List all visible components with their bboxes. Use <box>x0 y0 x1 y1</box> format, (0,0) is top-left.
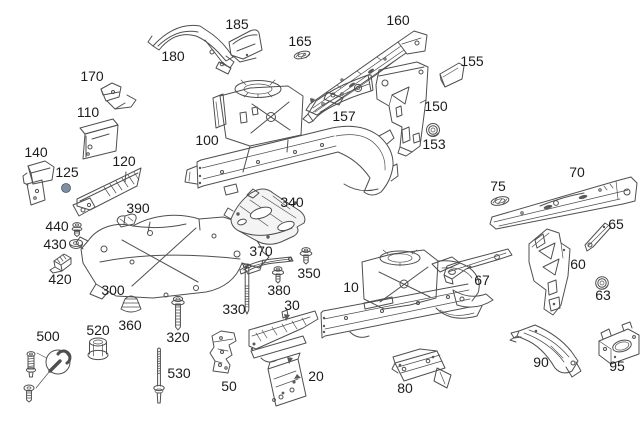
part-label-360[interactable]: 360 <box>118 317 142 333</box>
part-label-500[interactable]: 500 <box>36 328 60 344</box>
part-label-110[interactable]: 110 <box>77 104 100 120</box>
part-label-370[interactable]: 370 <box>249 243 273 259</box>
part-440-bolt-drawing <box>71 222 83 237</box>
part-185-drawing <box>228 29 263 63</box>
part-label-440[interactable]: 440 <box>45 218 69 234</box>
part-label-350[interactable]: 350 <box>297 265 321 281</box>
part-label-530[interactable]: 530 <box>167 365 191 381</box>
part-155-plate-drawing <box>439 62 465 88</box>
part-label-155[interactable]: 155 <box>460 53 484 69</box>
part-320-bolt-drawing <box>171 295 185 331</box>
part-180-drawing <box>147 24 235 75</box>
part-500-repair-kit-drawing <box>23 349 72 403</box>
part-label-170[interactable]: 170 <box>80 68 104 84</box>
part-165-plate-drawing <box>293 50 311 60</box>
part-label-50[interactable]: 50 <box>221 378 237 394</box>
part-67-gusset-drawing <box>443 248 513 285</box>
part-63-grommet-drawing <box>595 276 609 290</box>
part-340-skid-plate-drawing <box>223 188 306 245</box>
part-label-65[interactable]: 65 <box>608 216 624 232</box>
part-label-67[interactable]: 67 <box>474 272 490 288</box>
part-70-rail-drawing <box>489 176 638 230</box>
part-label-90[interactable]: 90 <box>533 354 549 370</box>
part-label-300[interactable]: 300 <box>101 282 125 298</box>
part-75-plate-drawing <box>490 196 510 206</box>
part-140-drawing <box>22 160 55 206</box>
part-label-75[interactable]: 75 <box>490 178 506 194</box>
part-160-rail-drawing <box>305 30 428 116</box>
part-30-panel-drawing <box>248 309 319 363</box>
part-label-380[interactable]: 380 <box>267 282 291 298</box>
part-label-70[interactable]: 70 <box>569 164 585 180</box>
part-150-panel-drawing <box>375 61 429 157</box>
part-50-bracket-drawing <box>209 330 237 374</box>
part-170-drawing <box>100 82 137 110</box>
part-label-60[interactable]: 60 <box>570 256 586 272</box>
part-label-185[interactable]: 185 <box>225 16 249 32</box>
part-label-165[interactable]: 165 <box>288 33 312 49</box>
part-label-180[interactable]: 180 <box>161 48 185 64</box>
part-label-95[interactable]: 95 <box>609 358 625 374</box>
part-430-washer-drawing <box>69 239 83 249</box>
part-label-390[interactable]: 390 <box>126 200 150 216</box>
part-110-drawing <box>79 118 119 160</box>
part-10-member-drawing <box>320 249 494 339</box>
part-label-125[interactable]: 125 <box>55 164 79 180</box>
part-100-member-drawing <box>184 79 399 196</box>
part-label-320[interactable]: 320 <box>166 329 190 345</box>
wrench-icon <box>48 359 62 373</box>
part-label-160[interactable]: 160 <box>386 12 410 28</box>
part-95-bracket-drawing <box>598 321 640 365</box>
part-370-strip-drawing <box>239 256 294 275</box>
part-label-100[interactable]: 100 <box>195 132 219 148</box>
part-80-bracket-drawing <box>391 348 452 389</box>
part-label-153[interactable]: 153 <box>422 136 446 152</box>
part-520-capnut-drawing <box>87 337 109 361</box>
part-60-panel-drawing <box>528 228 571 316</box>
part-label-340[interactable]: 340 <box>280 194 304 210</box>
part-label-520[interactable]: 520 <box>86 322 110 338</box>
part-90-brace-drawing <box>509 324 582 378</box>
part-label-430[interactable]: 430 <box>43 236 67 252</box>
part-label-140[interactable]: 140 <box>24 144 48 160</box>
part-420-clip-drawing <box>49 253 72 274</box>
part-153-grommet-drawing <box>426 123 440 137</box>
part-20-plate-drawing <box>267 352 307 407</box>
callout-labels: 10 20 30 50 60 63 65 67 70 75 80 90 95 1… <box>24 12 625 396</box>
part-label-80[interactable]: 80 <box>397 380 413 396</box>
part-380-bolt-drawing <box>271 266 285 284</box>
part-label-330[interactable]: 330 <box>222 301 246 317</box>
part-65-bracket-drawing <box>584 222 612 252</box>
part-label-30[interactable]: 30 <box>284 297 300 313</box>
part-350-bolt-drawing <box>299 247 313 265</box>
part-125-drawing <box>61 183 71 193</box>
part-label-63[interactable]: 63 <box>595 287 611 303</box>
part-label-10[interactable]: 10 <box>343 279 359 295</box>
part-label-120[interactable]: 120 <box>112 153 136 169</box>
part-530-stud-drawing <box>153 347 165 404</box>
part-label-150[interactable]: 150 <box>424 98 448 114</box>
part-label-420[interactable]: 420 <box>48 271 72 287</box>
part-label-157[interactable]: 157 <box>332 108 356 124</box>
part-120-drawing <box>72 167 142 217</box>
part-360-mount-drawing <box>120 295 142 313</box>
part-label-20[interactable]: 20 <box>308 368 324 384</box>
part-390-drawing <box>116 213 137 228</box>
